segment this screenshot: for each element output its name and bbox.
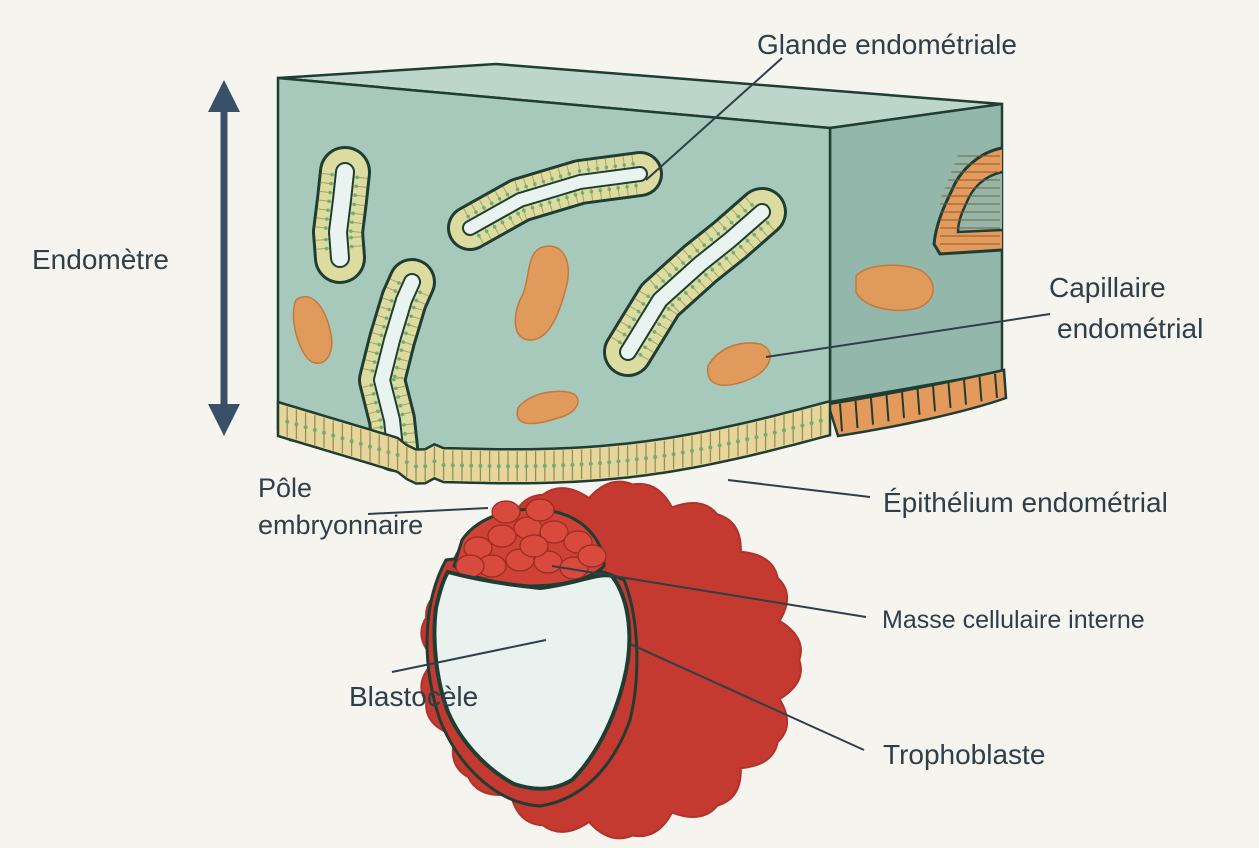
capillary <box>292 295 333 364</box>
label-endometre: Endomètre <box>32 244 169 275</box>
leader-blastocele <box>391 639 547 673</box>
label-epithelium-endometrial: Épithélium endométrial <box>883 487 1168 518</box>
side-gland <box>932 146 1003 256</box>
label-capillaire-line2: endométrial <box>1057 313 1204 344</box>
gland <box>358 258 436 472</box>
icm-cell <box>525 498 555 522</box>
leader-capillaire <box>765 313 1051 358</box>
inner-cell-mass <box>452 498 607 588</box>
gland <box>447 151 663 251</box>
label-pole-line2: embryonnaire <box>258 510 424 540</box>
icm-cell <box>519 534 549 558</box>
leader-lines <box>367 57 1051 751</box>
capillary <box>855 264 934 311</box>
label-glande-endometriale: Glande endométriale <box>757 29 1017 60</box>
gland <box>603 187 787 377</box>
label-capillaire-line1: Capillaire <box>1049 272 1166 303</box>
endometrium-thickness-arrow <box>208 80 240 436</box>
icm-cell <box>491 500 521 524</box>
endometrial-glands <box>312 146 787 472</box>
icm-cell <box>487 524 517 548</box>
label-masse-cellulaire-interne: Masse cellulaire interne <box>882 606 1145 634</box>
capillary <box>514 245 569 341</box>
side-epithelium <box>826 368 1008 438</box>
leader-epithelium <box>727 479 871 498</box>
blastocoel <box>432 569 632 791</box>
leader-masse <box>551 565 867 618</box>
icm-cell <box>539 520 569 544</box>
label-pole-line1: Pôle <box>258 473 313 503</box>
gland <box>312 146 371 284</box>
leader-trophoblaste <box>629 643 865 751</box>
leader-pole <box>367 507 489 515</box>
endometrial-epithelium <box>276 399 832 485</box>
capillary <box>707 342 771 386</box>
capillaries <box>292 245 934 425</box>
leader-glande <box>645 57 783 181</box>
label-blastocele: Blastocèle <box>349 681 479 712</box>
label-trophoblaste: Trophoblaste <box>883 739 1046 770</box>
capillary <box>516 390 579 425</box>
icm-cell <box>577 544 607 568</box>
